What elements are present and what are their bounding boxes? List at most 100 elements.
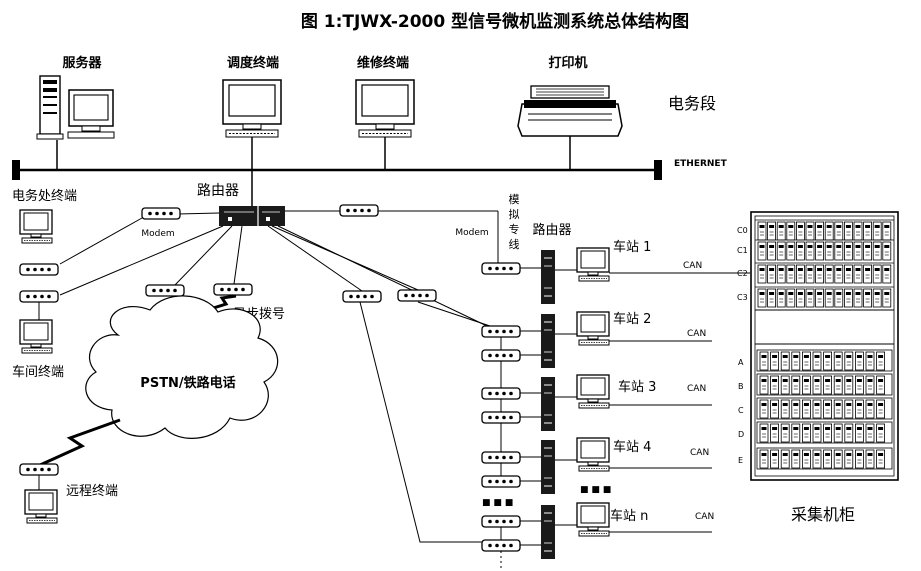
ellipsis-stations: ■ ■ ■ — [580, 485, 611, 495]
analog-modem-label: Modem — [455, 228, 488, 238]
cabinet-slot — [780, 375, 790, 395]
svg-text:C: C — [738, 406, 744, 415]
cabinet-slot — [791, 351, 801, 371]
cabinet-slot — [776, 264, 786, 284]
cabinet-slot — [843, 241, 853, 261]
cabinet-slot — [844, 351, 854, 371]
cabinet-slot — [801, 449, 811, 469]
cabinet-slot — [833, 375, 843, 395]
cabinet-slot — [876, 423, 886, 443]
cabinet-slot — [823, 351, 833, 371]
cabinet-row-frame — [756, 349, 893, 372]
cabinet-row-frame — [756, 373, 893, 396]
cabinet-slot — [854, 351, 864, 371]
cabinet-slot — [786, 221, 796, 241]
cabinet-label: 采集机柜 — [791, 505, 855, 524]
svg-text:车站 3: 车站 3 — [618, 379, 656, 395]
workshop-terminal-label: 车间终端 — [12, 364, 64, 380]
cabinet-slot — [844, 375, 854, 395]
cabinet-slot — [757, 221, 767, 241]
ethernet-label: ETHERNET — [674, 159, 728, 169]
cabinet-slot — [854, 423, 864, 443]
cabinet-slot — [780, 399, 790, 419]
svg-text:车站 n: 车站 n — [610, 508, 648, 524]
office-terminal-icon — [19, 209, 53, 244]
cabinet-slot — [833, 423, 843, 443]
cabinet-bottom-slots — [756, 349, 893, 470]
cabinet-slot — [824, 288, 834, 308]
cabinet-slot — [824, 241, 834, 261]
cabinet-slot — [854, 449, 864, 469]
svg-text:车站 1: 车站 1 — [613, 239, 651, 255]
svg-text:C2: C2 — [737, 269, 748, 278]
dialup-modem-1 — [145, 284, 185, 297]
cabinet-slot — [805, 288, 815, 308]
cabinet-slot — [776, 288, 786, 308]
workshop-terminal-icon — [19, 319, 53, 354]
remote-modem — [19, 463, 59, 476]
cabinet-slot — [780, 423, 790, 443]
cabinet-slot — [767, 288, 777, 308]
cabinet-slot — [823, 375, 833, 395]
cabinet-slot — [853, 221, 863, 241]
cabinet-slot — [812, 423, 822, 443]
cabinet-slot — [853, 264, 863, 284]
cabinet-slot — [786, 288, 796, 308]
can-labels: CAN CAN CAN CAN CAN — [683, 261, 714, 522]
server-label: 服务器 — [62, 55, 102, 71]
analog-line-label: 模 拟 专 线 — [509, 193, 520, 251]
maintenance-terminal-label: 维修终端 — [357, 55, 409, 71]
svg-text:CAN: CAN — [695, 512, 714, 522]
cabinet-row-frame — [756, 397, 893, 420]
section-label: 电务段 — [668, 94, 716, 113]
svg-text:车站 2: 车站 2 — [613, 311, 651, 327]
cabinet-slot — [759, 375, 769, 395]
cabinet-slot — [843, 288, 853, 308]
cabinet-slot — [805, 221, 815, 241]
cabinet-slot — [815, 241, 825, 261]
pstn-cloud-icon — [85, 295, 279, 439]
cabinet-slot — [767, 264, 777, 284]
cabinet-slot — [776, 241, 786, 261]
cabinet-slot — [759, 449, 769, 469]
cabinet-slot — [824, 264, 834, 284]
svg-text:线: 线 — [509, 237, 520, 251]
cabinet-slot — [776, 221, 786, 241]
cabinet-slot — [863, 288, 873, 308]
cabinet-slot — [757, 288, 767, 308]
router-links — [59, 210, 499, 543]
cabinet-slot — [812, 351, 822, 371]
cabinet-slot — [812, 399, 822, 419]
cabinet-slot — [872, 288, 882, 308]
cabinet-slot — [844, 449, 854, 469]
cabinet-slot — [863, 264, 873, 284]
svg-text:A: A — [738, 358, 744, 367]
cabinet-slot — [834, 288, 844, 308]
svg-text:CAN: CAN — [683, 261, 702, 271]
cabinet-slot — [823, 423, 833, 443]
station-labels: 车站 1 车站 2 车站 3 车站 4 车站 n — [610, 239, 656, 524]
svg-text:C3: C3 — [737, 293, 748, 302]
cabinet-slot — [757, 241, 767, 261]
cabinet-slot — [795, 241, 805, 261]
cabinet-slot — [834, 221, 844, 241]
cabinet-slot — [801, 423, 811, 443]
svg-text:C1: C1 — [737, 246, 748, 255]
cabinet-slot — [791, 375, 801, 395]
cabinet-slot — [865, 423, 875, 443]
cabinet-slot — [795, 288, 805, 308]
dialup-modem-2 — [213, 283, 253, 296]
cabinet-slot — [812, 449, 822, 469]
ellipsis-modems: ■ ■ ■ — [482, 498, 513, 508]
printer-label: 打印机 — [548, 55, 587, 71]
cabinet-slot — [824, 221, 834, 241]
cabinet-slot — [882, 221, 892, 241]
cabinet-slot — [759, 423, 769, 443]
cabinet-slot — [801, 375, 811, 395]
workshop-modem — [19, 290, 59, 303]
cabinet-slot — [882, 264, 892, 284]
analog-line-modem — [339, 204, 379, 217]
cabinet-slot — [833, 449, 843, 469]
cabinet-slot — [865, 351, 875, 371]
